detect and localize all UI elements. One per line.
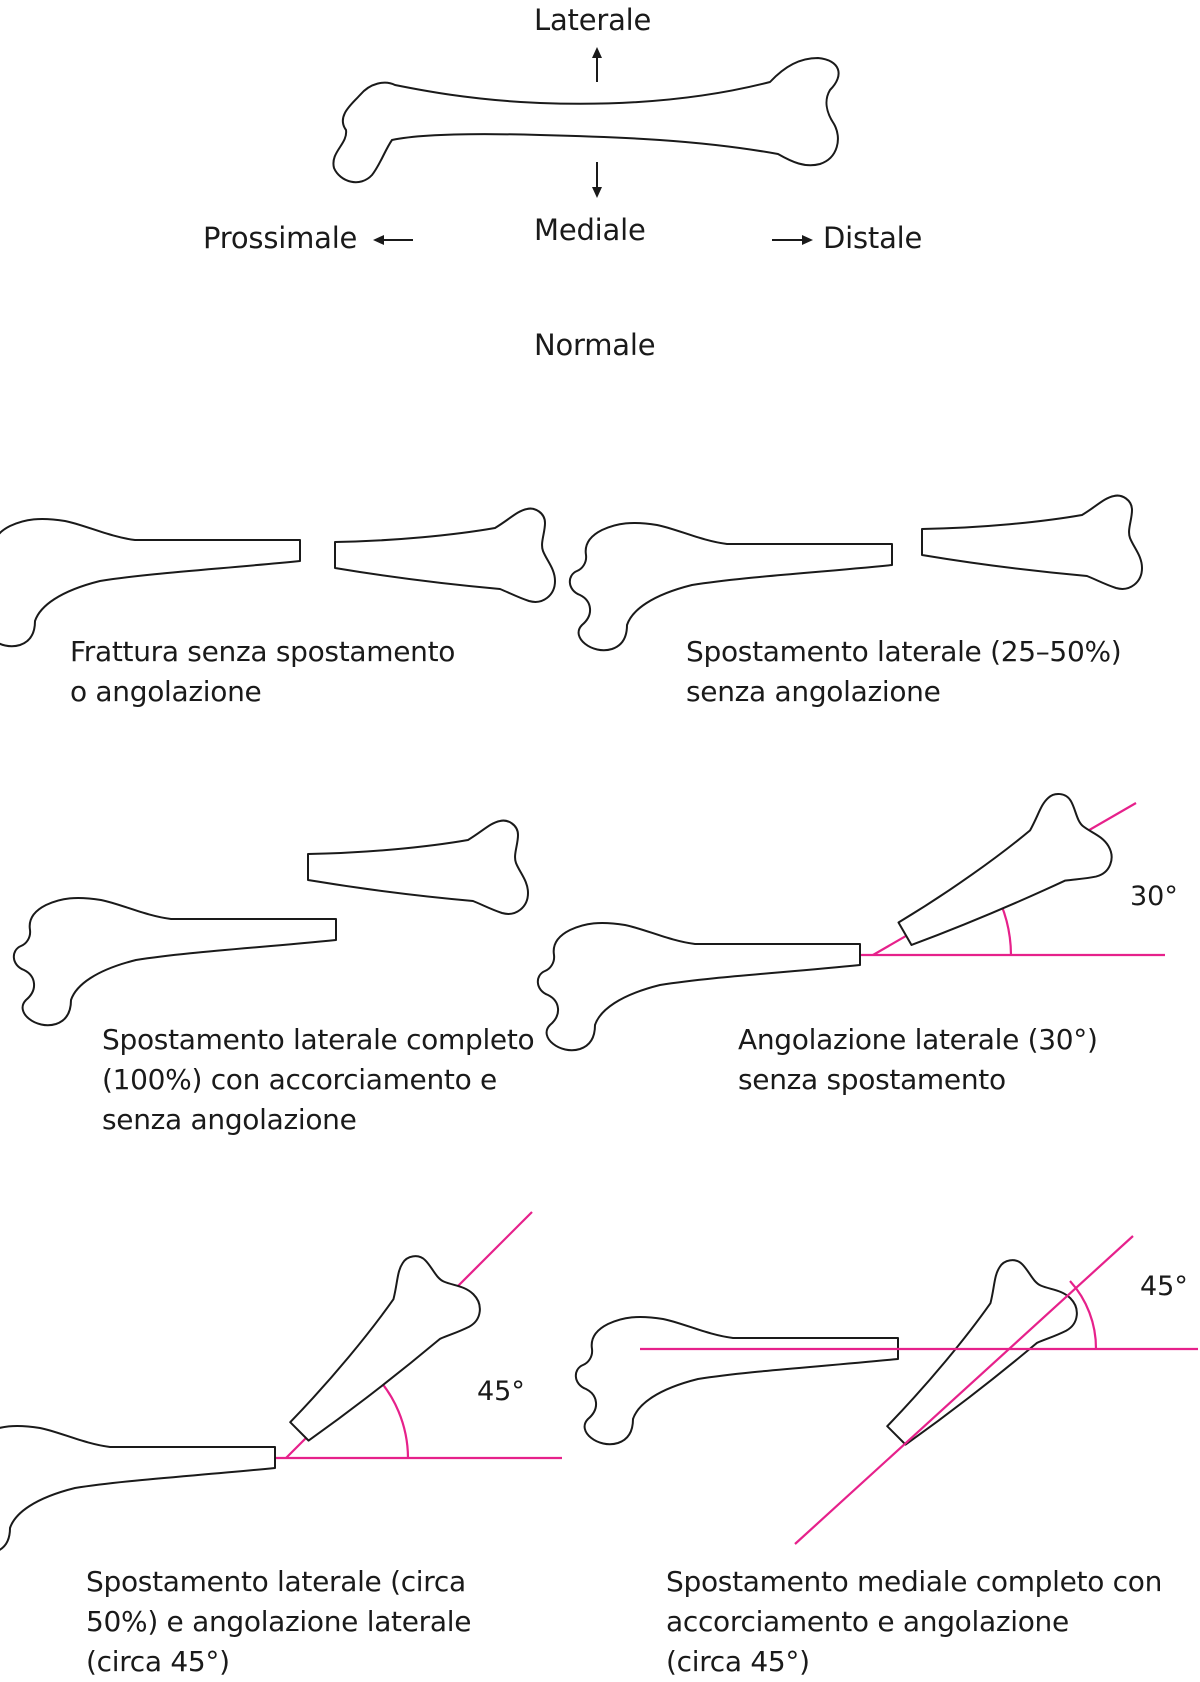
panel-6-caption: Spostamento mediale completo con accorci… [666, 1565, 1163, 1678]
panel-2-caption: Spostamento laterale (25–50%) senza ango… [686, 635, 1122, 708]
panel-6-angle-label: 45° [1140, 1271, 1188, 1302]
panel-5-caption: Spostamento laterale (circa 50%) e angol… [86, 1565, 472, 1678]
panel-1-caption: Frattura senza spostamento o angolazione [70, 635, 456, 708]
reference-line-angled [794, 1235, 1134, 1545]
distal-label: Distale [823, 221, 923, 255]
panel-3-caption: Spostamento laterale completo (100%) con… [102, 1023, 535, 1136]
normal-femur [332, 57, 840, 184]
panel-4-angle-label: 30° [1130, 881, 1178, 912]
proximal-label: Prossimale [203, 221, 358, 255]
panel-1-bone [0, 507, 556, 648]
panel-2-bone [568, 494, 1143, 652]
panel-5-angle-label: 45° [477, 1376, 525, 1407]
lateral-arrow-icon [592, 47, 602, 82]
distal-arrow-icon [772, 235, 813, 245]
lateral-label: Laterale [534, 3, 652, 37]
angle-arc [1069, 1280, 1098, 1350]
panel-5-bone [0, 1211, 562, 1555]
panel-3-bone [12, 819, 529, 1027]
normal-label: Normale [534, 328, 656, 362]
panel-6-bone [574, 1235, 1198, 1545]
medial-arrow-icon [592, 162, 602, 198]
panel-4-caption: Angolazione laterale (30°) senza spostam… [738, 1023, 1098, 1096]
proximal-arrow-icon [373, 235, 413, 245]
medial-label: Mediale [534, 213, 646, 247]
panel-4-bone [536, 782, 1165, 1052]
